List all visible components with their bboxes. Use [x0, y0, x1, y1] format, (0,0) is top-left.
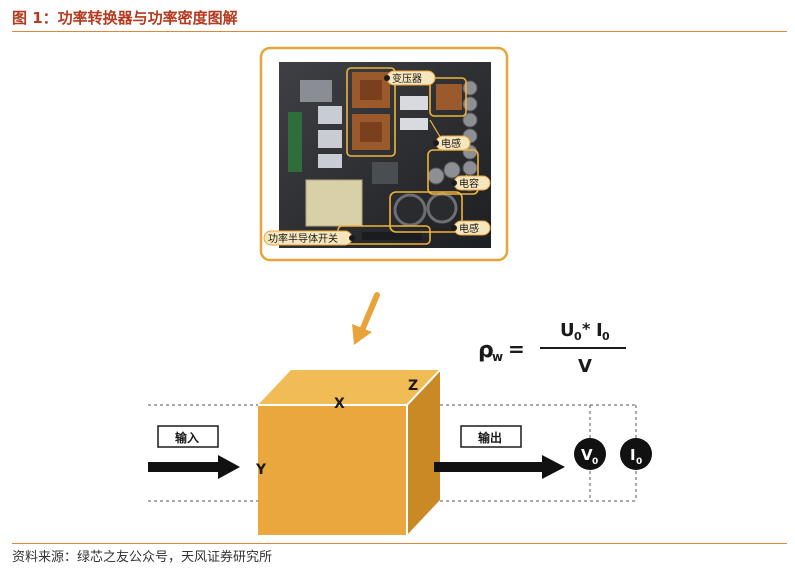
current-symbol: I — [630, 446, 636, 464]
formula-star: * — [582, 319, 591, 338]
formula-equals: = — [508, 337, 525, 361]
converter-cube: X Y Z — [255, 369, 441, 535]
component-block — [318, 130, 342, 148]
heatsink-plate — [305, 179, 363, 227]
transformer-winding — [360, 80, 382, 100]
cube-label-z: Z — [408, 378, 418, 394]
label-capacitor: 电容 — [451, 175, 491, 191]
cube-side-face — [407, 370, 440, 535]
switch-strip — [362, 232, 422, 240]
voltage-subscript: 0 — [592, 457, 598, 467]
pointer-arrow — [352, 292, 380, 345]
formula-rho-subscript: w — [492, 350, 503, 364]
cube-label-y: Y — [255, 462, 267, 478]
current-indicator: I 0 — [620, 438, 652, 470]
formula-denominator: V — [578, 356, 592, 377]
output-arrow-head — [542, 455, 565, 479]
figure-title: 图 1：功率转换器与功率密度图解 — [12, 9, 238, 27]
input-label: 输入 — [175, 430, 199, 445]
transformer-winding — [360, 122, 382, 142]
component-block — [372, 162, 398, 184]
formula-i: I — [596, 320, 603, 341]
formula-u: U — [560, 320, 575, 341]
cube-top-edge — [406, 369, 441, 406]
toroid-inductor — [426, 192, 458, 224]
green-board-strip — [288, 112, 302, 172]
current-subscript: 0 — [636, 457, 642, 467]
component-block — [318, 154, 342, 168]
label-inductor-bottom-text: 电感 — [459, 222, 479, 235]
power-density-formula: ρ w = U 0 * I 0 V — [478, 319, 626, 377]
top-divider — [12, 31, 787, 32]
converter-photo: 变压器 电感 电容 电感 功率半导体开关 — [259, 46, 509, 262]
label-power-switch: 功率半导体开关 — [263, 230, 355, 246]
input-label-box — [157, 425, 219, 448]
label-transformer: 变压器 — [384, 70, 436, 86]
toroid-inductor — [393, 193, 427, 227]
component-block — [400, 96, 428, 110]
formula-i-subscript: 0 — [602, 330, 610, 343]
label-capacitor-text: 电容 — [459, 177, 479, 190]
output-arrow-shaft — [434, 462, 544, 472]
connector-block — [300, 80, 332, 102]
label-power-switch-text: 功率半导体开关 — [268, 232, 338, 245]
formula-u-subscript: 0 — [574, 330, 582, 343]
label-inductor-top-text: 电感 — [441, 137, 461, 150]
input-arrow-head — [218, 455, 240, 479]
source-note: 资料来源：绿芯之友公众号，天风证券研究所 — [12, 550, 273, 565]
output-group: 输出 — [434, 425, 565, 479]
voltage-symbol: V — [581, 446, 593, 464]
component-block — [400, 118, 428, 130]
dashed-boundaries — [148, 404, 637, 502]
input-group: 输入 — [148, 425, 240, 479]
bottom-divider — [12, 543, 787, 544]
input-arrow-shaft — [148, 462, 220, 472]
voltage-indicator: V 0 — [574, 438, 606, 470]
voltage-circle — [574, 438, 606, 470]
label-transformer-text: 变压器 — [392, 72, 422, 85]
inductor-core — [436, 84, 462, 110]
current-circle — [620, 438, 652, 470]
cube-top-face — [258, 370, 440, 405]
cube-label-x: X — [334, 396, 345, 412]
cube-front-face — [258, 405, 407, 535]
component-block — [318, 106, 342, 124]
output-label: 输出 — [478, 430, 502, 445]
output-label-box — [460, 425, 522, 448]
label-inductor-bottom: 电感 — [451, 220, 491, 236]
label-inductor-top: 电感 — [433, 135, 471, 151]
formula-rho: ρ — [478, 338, 494, 363]
